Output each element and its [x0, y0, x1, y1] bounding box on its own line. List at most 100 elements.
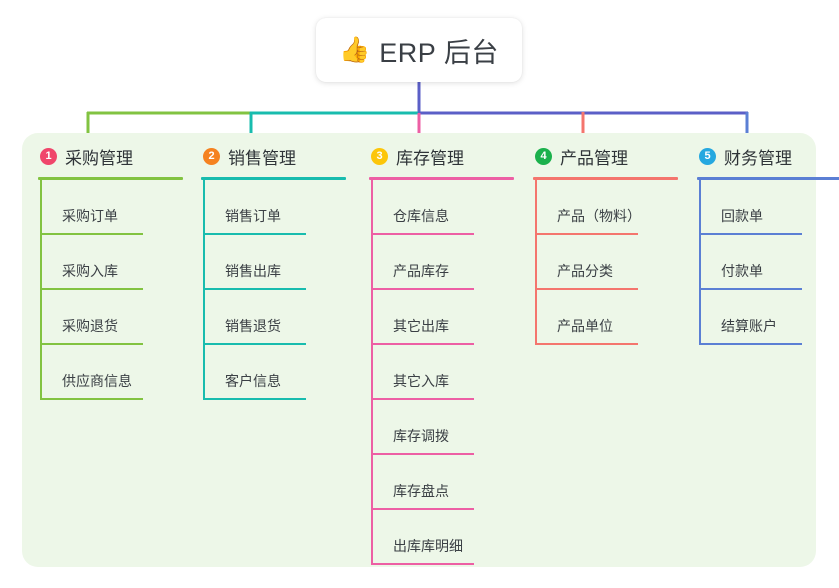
leaf-underline [535, 233, 638, 235]
leaf-list: 产品（物料） 产品分类产品单位 [533, 180, 678, 345]
leaf-underline [203, 233, 306, 235]
leaf-underline [40, 343, 143, 345]
column-underline [369, 177, 514, 180]
leaf-list: 仓库信息产品库存其它出库其它入库库存调拨库存盘点出库库明细 [369, 180, 514, 565]
diagram-panel [22, 133, 816, 567]
leaf-item[interactable]: 采购订单 [38, 180, 183, 235]
leaf-item[interactable]: 客户信息 [201, 345, 346, 400]
leaf-label: 销售订单 [225, 208, 281, 224]
leaf-item[interactable]: 采购入库 [38, 235, 183, 290]
leaf-underline [203, 398, 306, 400]
leaf-underline [699, 288, 802, 290]
leaf-label: 客户信息 [225, 373, 281, 389]
leaf-item[interactable]: 仓库信息 [369, 180, 514, 235]
leaf-label: 仓库信息 [393, 208, 449, 224]
leaf-item[interactable]: 供应商信息 [38, 345, 183, 400]
leaf-item[interactable]: 付款单 [697, 235, 839, 290]
column-number-badge: 3 [371, 147, 388, 165]
root-node-label: ERP 后台 [379, 37, 499, 68]
leaf-item[interactable]: 其它入库 [369, 345, 514, 400]
leaf-list: 采购订单采购入库采购退货供应商信息 [38, 180, 183, 400]
leaf-item[interactable]: 库存调拨 [369, 400, 514, 455]
leaf-item[interactable]: 采购退货 [38, 290, 183, 345]
column-underline [533, 177, 678, 180]
leaf-label: 回款单 [721, 208, 763, 224]
branch-spine [371, 180, 373, 565]
leaf-item[interactable]: 销售订单 [201, 180, 346, 235]
column-header-销售管理[interactable]: 2 销售管理 [201, 144, 346, 168]
leaf-item[interactable]: 产品库存 [369, 235, 514, 290]
leaf-list: 销售订单销售出库销售退货客户信息 [201, 180, 346, 400]
leaf-underline [40, 398, 143, 400]
leaf-list: 回款单付款单结算账户 [697, 180, 839, 345]
leaf-item[interactable]: 销售退货 [201, 290, 346, 345]
thumbs-up-icon: 👍 [339, 35, 371, 64]
leaf-underline [371, 563, 474, 565]
column-库存管理: 3 库存管理仓库信息产品库存其它出库其它入库库存调拨库存盘点出库库明细 [369, 144, 514, 565]
leaf-item[interactable]: 产品单位 [533, 290, 678, 345]
leaf-label: 采购订单 [62, 208, 118, 224]
column-title: 产品管理 [560, 148, 628, 168]
leaf-item[interactable]: 库存盘点 [369, 455, 514, 510]
column-number-badge: 5 [699, 147, 716, 165]
leaf-underline [371, 508, 474, 510]
leaf-underline [699, 233, 802, 235]
leaf-label: 销售出库 [225, 263, 281, 279]
leaf-label: 产品库存 [393, 263, 449, 279]
column-title: 采购管理 [65, 148, 133, 168]
leaf-label: 结算账户 [721, 318, 777, 334]
leaf-label: 采购退货 [62, 318, 118, 334]
leaf-underline [535, 343, 638, 345]
leaf-label: 产品单位 [557, 318, 613, 334]
column-underline [38, 177, 183, 180]
column-采购管理: 1 采购管理采购订单采购入库采购退货供应商信息 [38, 144, 183, 400]
column-header-产品管理[interactable]: 4 产品管理 [533, 144, 678, 168]
leaf-underline [699, 343, 802, 345]
leaf-item[interactable]: 产品（物料） [533, 180, 678, 235]
column-产品管理: 4 产品管理产品（物料） 产品分类产品单位 [533, 144, 678, 345]
branch-spine [40, 180, 42, 400]
column-header-库存管理[interactable]: 3 库存管理 [369, 144, 514, 168]
leaf-label: 供应商信息 [62, 373, 132, 389]
column-underline [201, 177, 346, 180]
column-title: 销售管理 [228, 148, 296, 168]
leaf-label: 产品分类 [557, 263, 613, 279]
leaf-item[interactable]: 结算账户 [697, 290, 839, 345]
leaf-label: 出库库明细 [393, 538, 463, 554]
leaf-item[interactable]: 其它出库 [369, 290, 514, 345]
leaf-underline [371, 453, 474, 455]
column-number-badge: 1 [40, 147, 57, 165]
column-header-采购管理[interactable]: 1 采购管理 [38, 144, 183, 168]
leaf-item[interactable]: 销售出库 [201, 235, 346, 290]
branch-spine [203, 180, 205, 400]
leaf-label: 采购入库 [62, 263, 118, 279]
column-underline [697, 177, 839, 180]
column-number-badge: 4 [535, 147, 552, 165]
leaf-item[interactable]: 出库库明细 [369, 510, 514, 565]
leaf-underline [371, 398, 474, 400]
leaf-label: 其它出库 [393, 318, 449, 334]
column-header-财务管理[interactable]: 5 财务管理 [697, 144, 839, 168]
leaf-label: 产品（物料） [557, 208, 641, 224]
root-node-card[interactable]: 👍 ERP 后台 [316, 18, 522, 82]
leaf-label: 销售退货 [225, 318, 281, 334]
leaf-item[interactable]: 产品分类 [533, 235, 678, 290]
branch-spine [699, 180, 701, 345]
leaf-underline [40, 288, 143, 290]
column-销售管理: 2 销售管理销售订单销售出库销售退货客户信息 [201, 144, 346, 400]
leaf-underline [371, 288, 474, 290]
leaf-underline [40, 233, 143, 235]
leaf-underline [371, 343, 474, 345]
column-title: 财务管理 [724, 148, 792, 168]
column-number-badge: 2 [203, 147, 220, 165]
leaf-label: 库存调拨 [393, 428, 449, 444]
leaf-underline [371, 233, 474, 235]
leaf-item[interactable]: 回款单 [697, 180, 839, 235]
leaf-label: 付款单 [721, 263, 763, 279]
leaf-underline [203, 288, 306, 290]
column-title: 库存管理 [396, 148, 464, 168]
leaf-underline [535, 288, 638, 290]
branch-spine [535, 180, 537, 345]
column-财务管理: 5 财务管理回款单付款单结算账户 [697, 144, 839, 345]
leaf-label: 库存盘点 [393, 483, 449, 499]
